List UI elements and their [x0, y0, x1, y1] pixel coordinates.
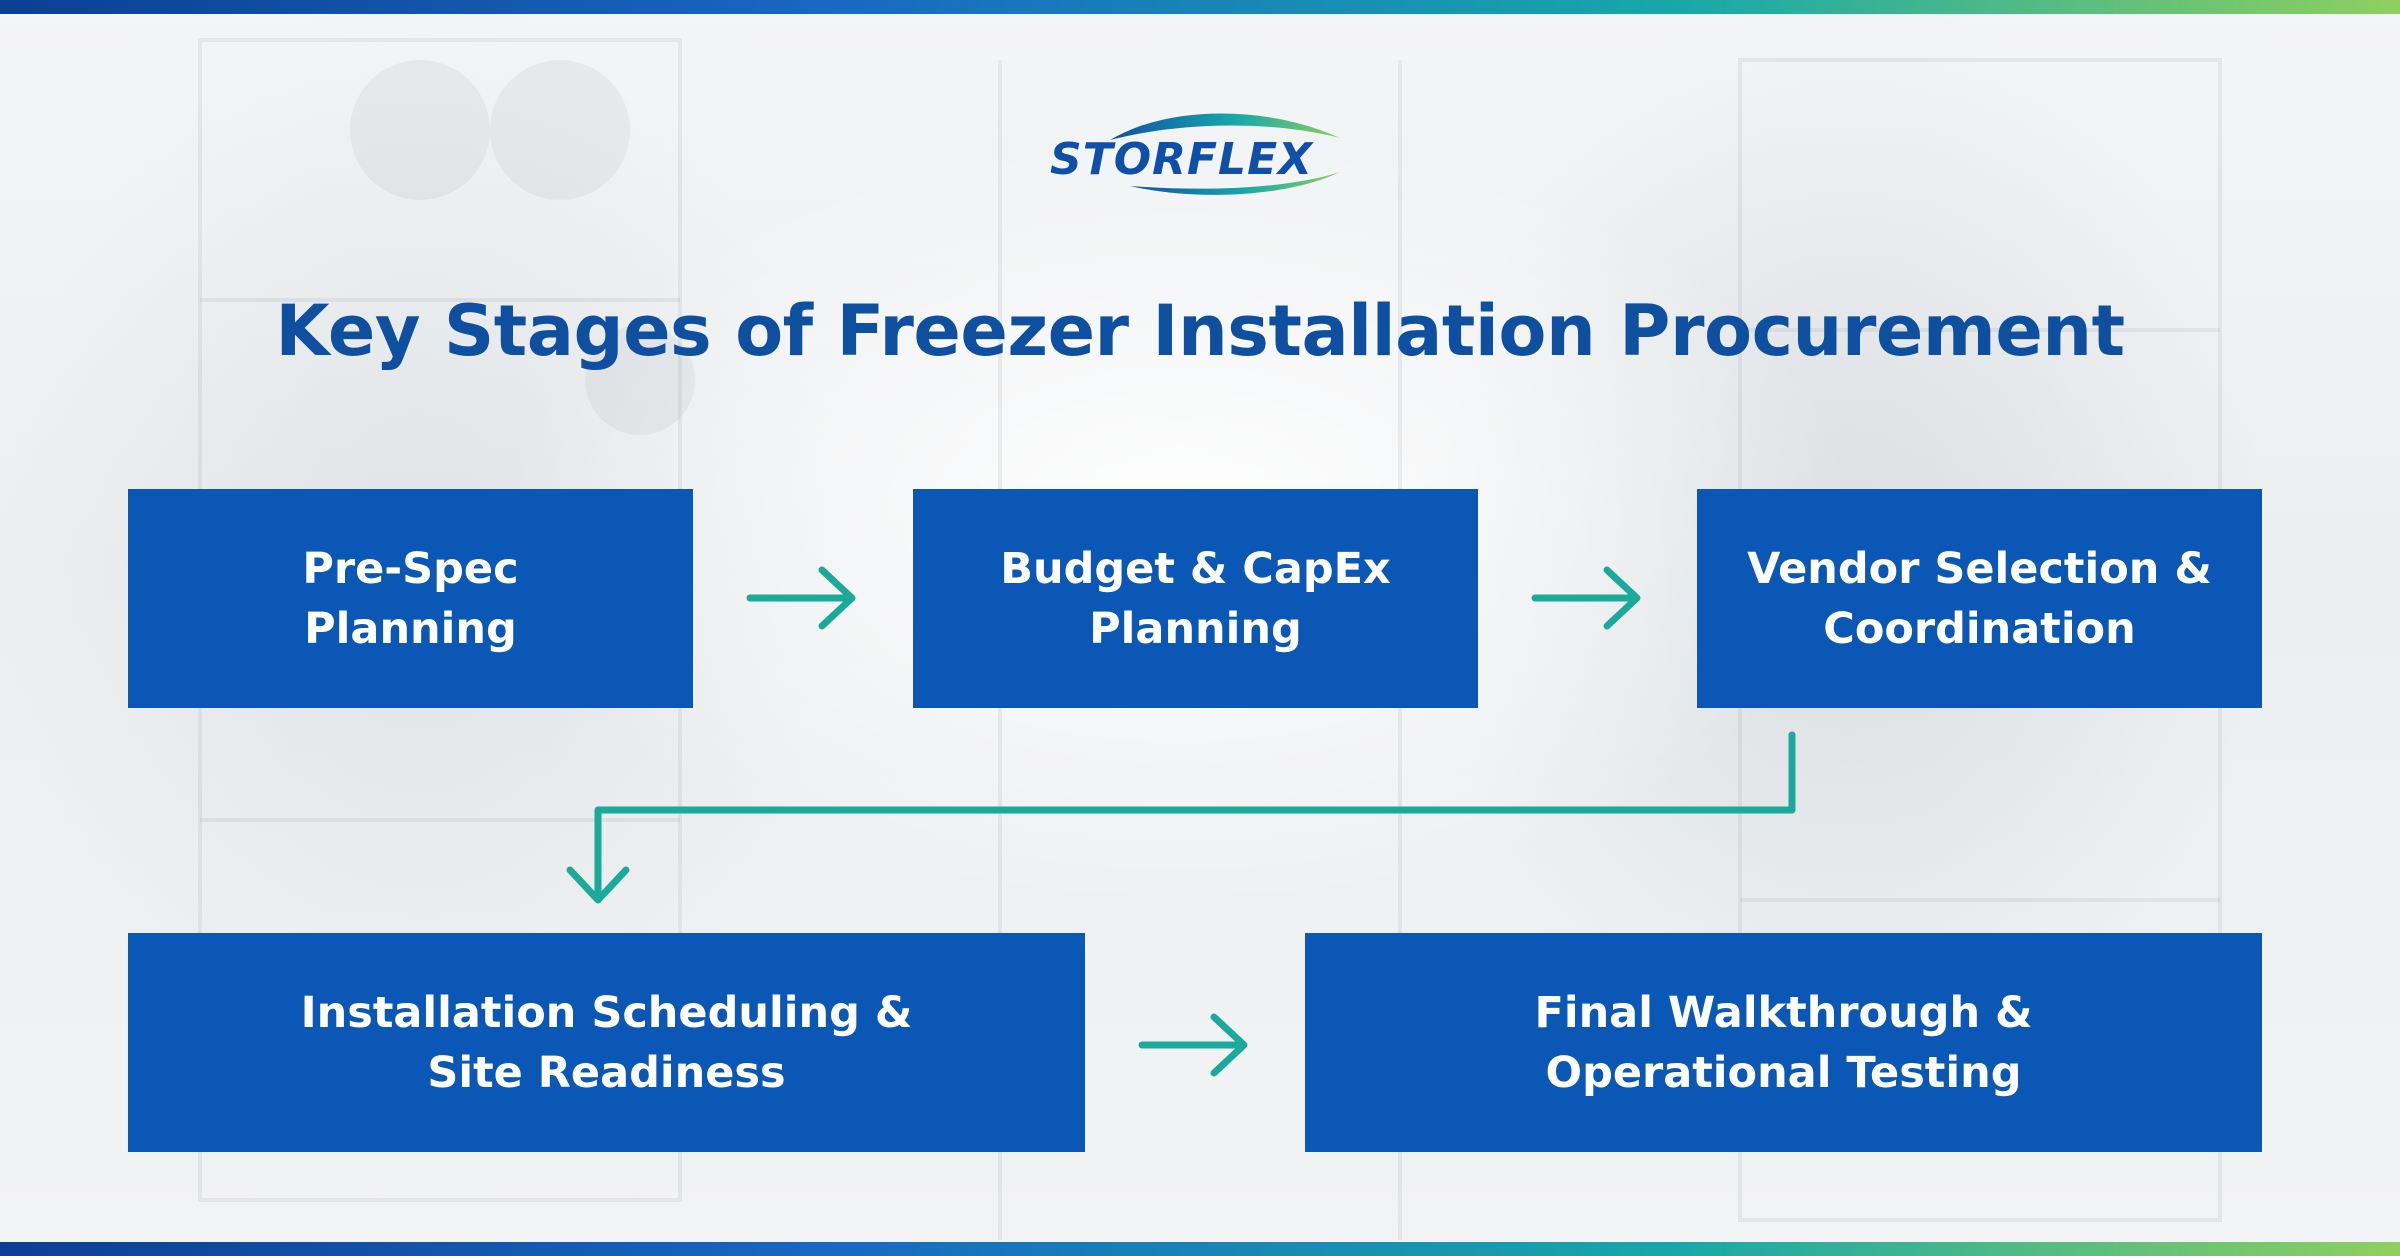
arrow-right-icon [1138, 1013, 1248, 1077]
top-gradient-bar [0, 0, 2400, 14]
stage-3-line1: Vendor Selection & [1747, 543, 2212, 594]
stage-4-line2: Site Readiness [427, 1047, 786, 1098]
stage-2-line1: Budget & CapEx [1000, 543, 1391, 594]
logo-wordmark: STORFLEX [1050, 134, 1314, 185]
stage-4-line1: Installation Scheduling & [300, 987, 913, 1038]
stage-3-box: Vendor Selection & Coordination [1697, 489, 2262, 708]
logo-swoosh-icon [1110, 113, 1340, 195]
stage-5-box: Final Walkthrough & Operational Testing [1305, 933, 2262, 1152]
page-title: Key Stages of Freezer Installation Procu… [275, 290, 2125, 372]
stage-3-line2: Coordination [1823, 603, 2136, 654]
arrow-right-icon [746, 566, 856, 630]
elbow-arrow-down-icon [566, 731, 1796, 904]
storflex-logo: STORFLEX [1040, 110, 1360, 200]
stage-1-line2: Planning [304, 603, 517, 654]
stage-5-line2: Operational Testing [1545, 1047, 2022, 1098]
stage-1-line1: Pre-Spec [302, 543, 519, 594]
stage-1-box: Pre-Spec Planning [128, 489, 693, 708]
arrow-right-icon [1531, 566, 1641, 630]
stage-2-line2: Planning [1089, 603, 1302, 654]
stage-2-box: Budget & CapEx Planning [913, 489, 1478, 708]
bottom-gradient-bar [0, 1242, 2400, 1256]
stage-4-box: Installation Scheduling & Site Readiness [128, 933, 1085, 1152]
stage-5-line1: Final Walkthrough & [1534, 987, 2033, 1038]
